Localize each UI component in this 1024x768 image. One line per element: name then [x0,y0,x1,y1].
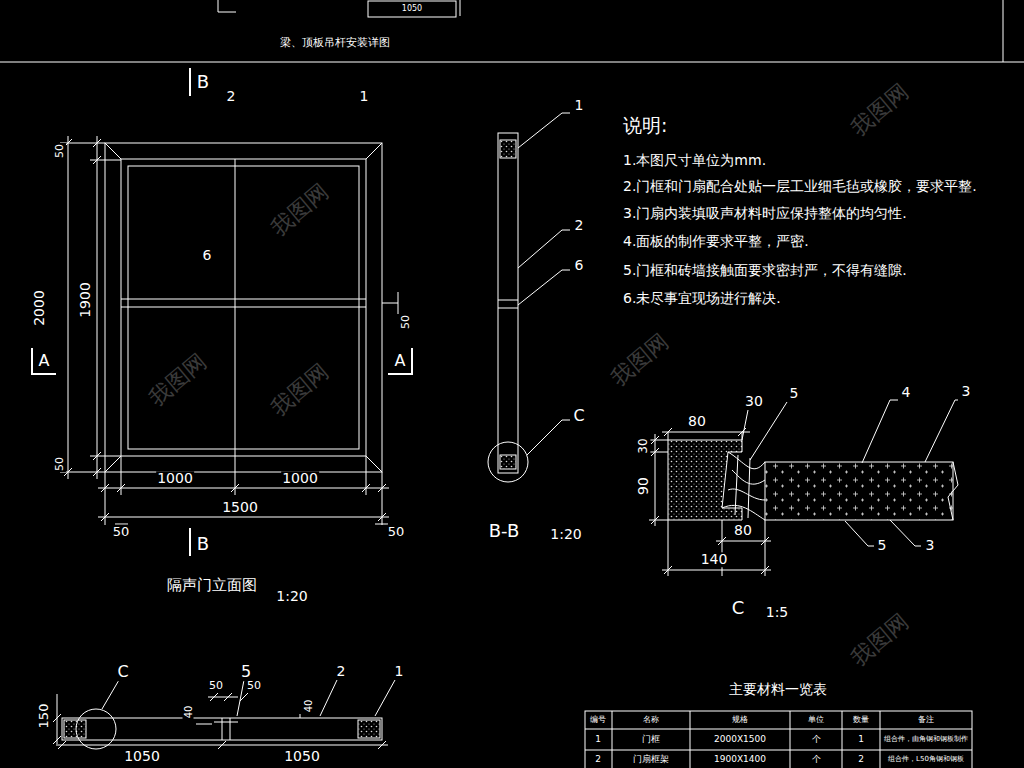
watermark: 我图网 [846,609,914,671]
note-line: 2.门框和门扇配合处贴一层工业细毛毡或橡胶，要求平整. [622,179,978,194]
table-cell: 规格 [731,716,749,725]
dimension: 1900 [78,281,93,319]
section-mark: B [196,534,210,554]
callout-number: 3 [961,384,972,399]
dimension: 50 [400,314,412,330]
dimension: 80 [733,523,753,538]
dimension: 1000 [156,471,194,486]
callout-number: 1 [394,664,405,679]
table-cell: 1900X1400 [713,755,767,765]
callout-number: 2 [574,218,585,233]
table-cell: 门框 [641,735,661,745]
table-title: 主要材料一览表 [728,682,828,697]
watermark: 我图网 [266,179,334,241]
table-cell: 2000X1500 [713,735,767,745]
dimension: 50 [246,680,262,692]
table-cell: 1 [594,735,602,745]
section-mark: A [38,352,51,370]
dimension: 40 [303,699,314,714]
dimension: 1050 [123,749,161,764]
dimension: 150 [37,703,51,730]
box-text: 1050 [401,5,423,14]
view-title: C [731,598,746,618]
watermark: 我图网 [846,79,914,141]
note-line: 1.本图尺寸单位为mm. [622,153,767,168]
dimension: 1500 [221,500,259,515]
callout-number: 4 [901,385,912,400]
table-cell: 1 [857,735,865,745]
scale: 1:20 [549,527,582,542]
table-cell: 名称 [642,716,660,725]
table-cell: 个 [811,735,822,745]
callout-number: 1 [574,98,585,113]
dimension: 50 [54,143,66,159]
dimension: 140 [700,552,729,567]
dimension: 80 [687,414,707,429]
notes-heading: 说明: [622,115,668,136]
scale: 1:5 [765,605,790,620]
section-mark: B [196,72,210,92]
dimension: 30 [637,437,650,454]
dimension: 90 [636,476,651,496]
view-title: B-B [488,521,521,541]
dimension: 30 [744,394,764,409]
table-cell: 2 [857,755,865,765]
table-cell: 组合件，由角钢和钢板制作 [883,736,969,744]
callout-number: 2 [336,664,347,679]
table-cell: 个 [811,755,822,765]
callout-number: 5 [877,538,888,553]
note-line: 6.未尽事宜现场进行解决. [622,291,782,306]
dimension: 50 [387,525,406,539]
callout-number: 6 [202,248,213,263]
table-cell: 组合件，L50角钢和钢板 [887,756,965,764]
scale: 1:20 [275,589,308,604]
dimension: 1050 [283,749,321,764]
dimension: 2000 [32,289,47,327]
dimension: 50 [54,456,66,472]
callout-number: 2 [226,89,237,104]
callout-number: 5 [240,663,252,681]
callout-letter: C [572,407,585,425]
watermark: 我图网 [144,349,212,411]
drawing-title: 梁、顶板吊杆安装详图 [279,37,391,49]
callout-number: 1 [359,89,370,104]
table-cell: 编号 [589,716,607,725]
note-line: 4.面板的制作要求平整，严密. [622,234,810,249]
callout-number: 5 [789,386,800,401]
table-cell: 单位 [807,716,825,725]
watermark: 我图网 [606,329,674,391]
table-cell: 数量 [852,716,870,725]
dimension: 50 [208,680,224,692]
note-line: 3.门扇内装填吸声材料时应保持整体的均匀性. [622,206,908,221]
watermark: 我图网 [266,359,334,421]
dimension: 50 [112,525,131,539]
dimension: 1000 [281,471,319,486]
callout-number: 6 [574,258,585,273]
table-cell: 门扇框架 [632,755,670,765]
dimension: 40 [183,705,194,720]
callout-letter: C [116,663,129,681]
view-title: 隔声门立面图 [166,577,258,594]
section-mark: A [394,352,407,370]
table-cell: 备注 [917,716,935,725]
note-line: 5.门框和砖墙接触面要求密封严，不得有缝隙. [622,263,908,278]
table-cell: 2 [594,755,602,765]
callout-number: 3 [925,538,936,553]
